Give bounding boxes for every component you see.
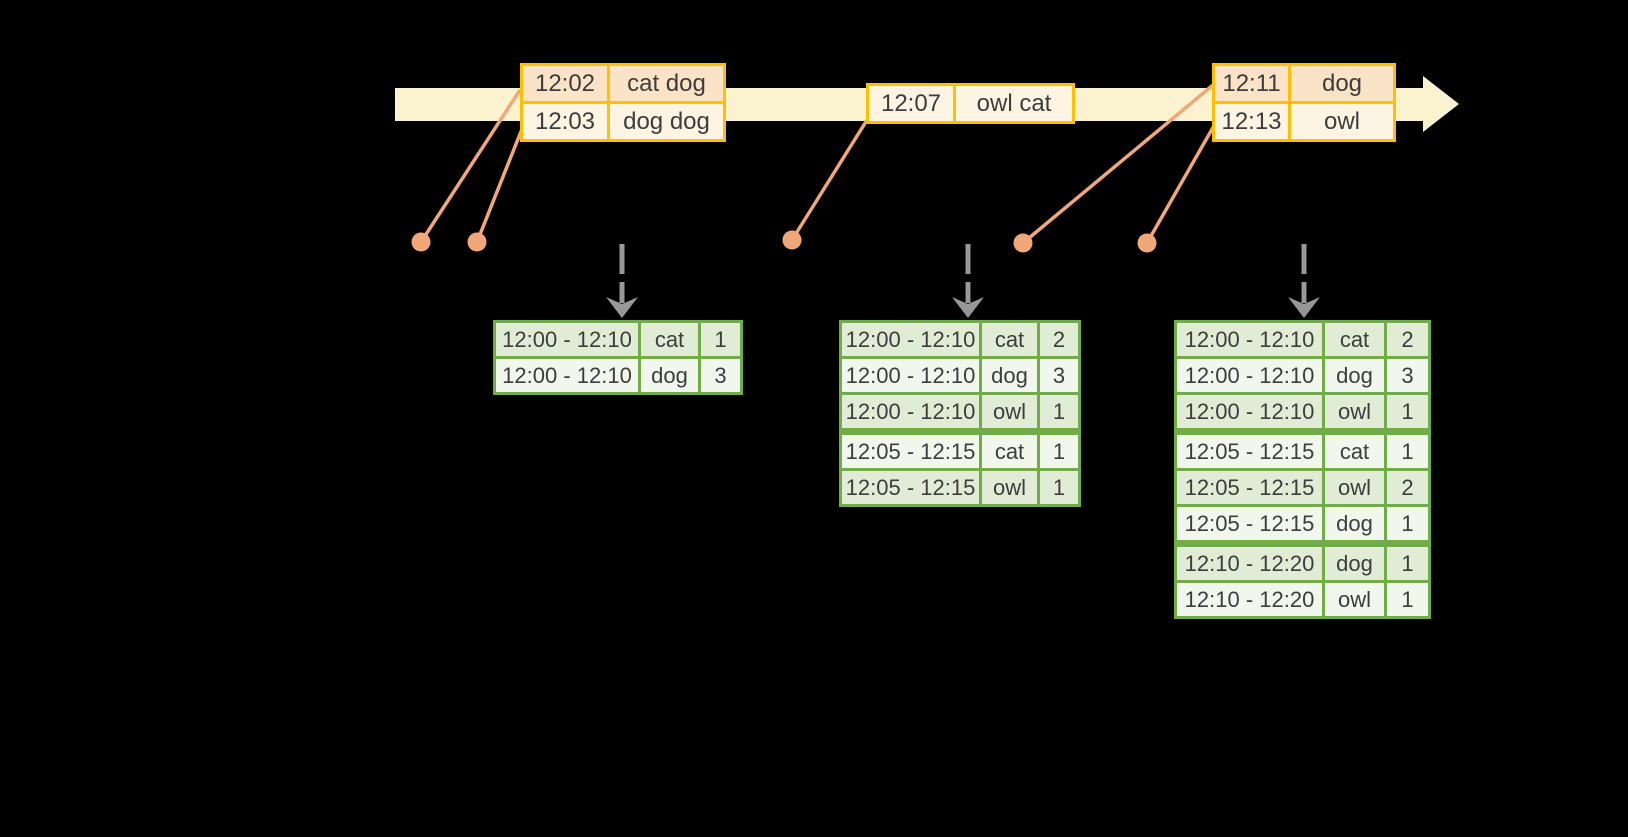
count-cell: 1 [1384,430,1431,471]
window-cell: 12:00 - 12:10 [1174,356,1325,395]
table-row: 12:00 - 12:10 cat 2 [839,320,1081,359]
event-connector-lines [419,83,1217,245]
window-cell: 12:05 - 12:15 [1174,504,1325,547]
result-table-2: 12:00 - 12:10 cat 2 12:00 - 12:10 dog 3 … [839,320,1081,507]
event-words-cell: dog [1288,63,1396,104]
arrow-down-icon [952,297,984,318]
table-row: 12:00 - 12:10 owl 1 [839,392,1081,435]
trigger-arrowheads [606,297,1320,318]
event-dot [782,230,802,250]
word-cell: cat [979,320,1040,359]
event-row: 12:07 owl cat [866,83,1075,124]
event-time-cell: 12:03 [520,101,610,142]
word-cell: cat [638,320,701,359]
count-cell: 3 [1037,356,1081,395]
count-cell: 3 [1384,356,1431,395]
word-cell: dog [638,356,701,395]
table-row: 12:05 - 12:15 owl 1 [839,468,1081,507]
event-row: 12:13 owl [1212,101,1396,142]
event-dot [1137,233,1157,253]
window-cell: 12:00 - 12:10 [839,320,982,359]
window-cell: 12:00 - 12:10 [493,320,641,359]
table-row: 12:00 - 12:10 owl 1 [1174,392,1431,435]
window-cell: 12:05 - 12:15 [839,430,982,471]
table-row: 12:10 - 12:20 owl 1 [1174,580,1431,619]
count-cell: 2 [1384,468,1431,507]
window-cell: 12:00 - 12:10 [1174,392,1325,435]
event-time-cell: 12:07 [866,83,956,124]
word-cell: cat [1322,430,1387,471]
word-cell: dog [1322,356,1387,395]
count-cell: 1 [1384,542,1431,583]
event-time-cell: 12:02 [520,63,610,104]
table-row: 12:05 - 12:15 owl 2 [1174,468,1431,507]
word-cell: owl [979,468,1040,507]
count-cell: 2 [1384,320,1431,359]
event-row: 12:03 dog dog [520,101,726,142]
event-dot [467,232,487,252]
count-cell: 1 [1384,504,1431,547]
event-box-3: 12:11 dog 12:13 owl [1212,63,1396,142]
table-row: 12:05 - 12:15 dog 1 [1174,504,1431,547]
table-row: 12:05 - 12:15 cat 1 [839,430,1081,471]
event-dot [411,232,431,252]
event-row: 12:11 dog [1212,63,1396,104]
table-row: 12:10 - 12:20 dog 1 [1174,542,1431,583]
window-cell: 12:05 - 12:15 [1174,430,1325,471]
window-cell: 12:05 - 12:15 [839,468,982,507]
count-cell: 3 [698,356,743,395]
count-cell: 1 [1037,468,1081,507]
table-row: 12:00 - 12:10 dog 3 [493,356,743,395]
event-line [1021,83,1215,245]
event-row: 12:02 cat dog [520,63,726,104]
count-cell: 1 [1384,392,1431,435]
window-cell: 12:05 - 12:15 [1174,468,1325,507]
result-table-1: 12:00 - 12:10 cat 1 12:00 - 12:10 dog 3 [493,320,743,395]
window-cell: 12:00 - 12:10 [839,356,982,395]
event-time-cell: 12:13 [1212,101,1291,142]
window-cell: 12:00 - 12:10 [1174,320,1325,359]
word-cell: cat [1322,320,1387,359]
event-dot [1013,233,1033,253]
word-cell: owl [1322,392,1387,435]
event-words-cell: dog dog [607,101,726,142]
table-row: 12:05 - 12:15 cat 1 [1174,430,1431,471]
event-words-cell: cat dog [607,63,726,104]
count-cell: 1 [698,320,743,359]
event-line [1145,123,1217,244]
word-cell: owl [1322,468,1387,507]
event-line [419,89,522,243]
table-row: 12:00 - 12:10 cat 2 [1174,320,1431,359]
word-cell: dog [1322,504,1387,547]
word-cell: dog [1322,542,1387,583]
table-row: 12:00 - 12:10 dog 3 [839,356,1081,395]
timeline-arrowhead-icon [1423,76,1459,132]
event-dots [411,230,1157,253]
window-cell: 12:00 - 12:10 [493,356,641,395]
arrow-down-icon [606,297,638,318]
trigger-arrow-shafts [619,244,1307,303]
event-time-cell: 12:11 [1212,63,1291,104]
word-cell: dog [979,356,1040,395]
count-cell: 1 [1384,580,1431,619]
count-cell: 1 [1037,430,1081,471]
arrow-down-icon [1288,297,1320,318]
table-row: 12:00 - 12:10 cat 1 [493,320,743,359]
word-cell: cat [979,430,1040,471]
event-line [475,123,526,243]
count-cell: 1 [1037,392,1081,435]
result-table-3: 12:00 - 12:10 cat 2 12:00 - 12:10 dog 3 … [1174,320,1431,619]
event-box-2: 12:07 owl cat [866,83,1075,124]
window-cell: 12:10 - 12:20 [1174,580,1325,619]
table-row: 12:00 - 12:10 dog 3 [1174,356,1431,395]
event-words-cell: owl cat [953,83,1075,124]
event-words-cell: owl [1288,101,1396,142]
word-cell: owl [1322,580,1387,619]
count-cell: 2 [1037,320,1081,359]
event-box-1: 12:02 cat dog 12:03 dog dog [520,63,726,142]
window-cell: 12:00 - 12:10 [839,392,982,435]
window-cell: 12:10 - 12:20 [1174,542,1325,583]
word-cell: owl [979,392,1040,435]
event-line [790,119,869,241]
